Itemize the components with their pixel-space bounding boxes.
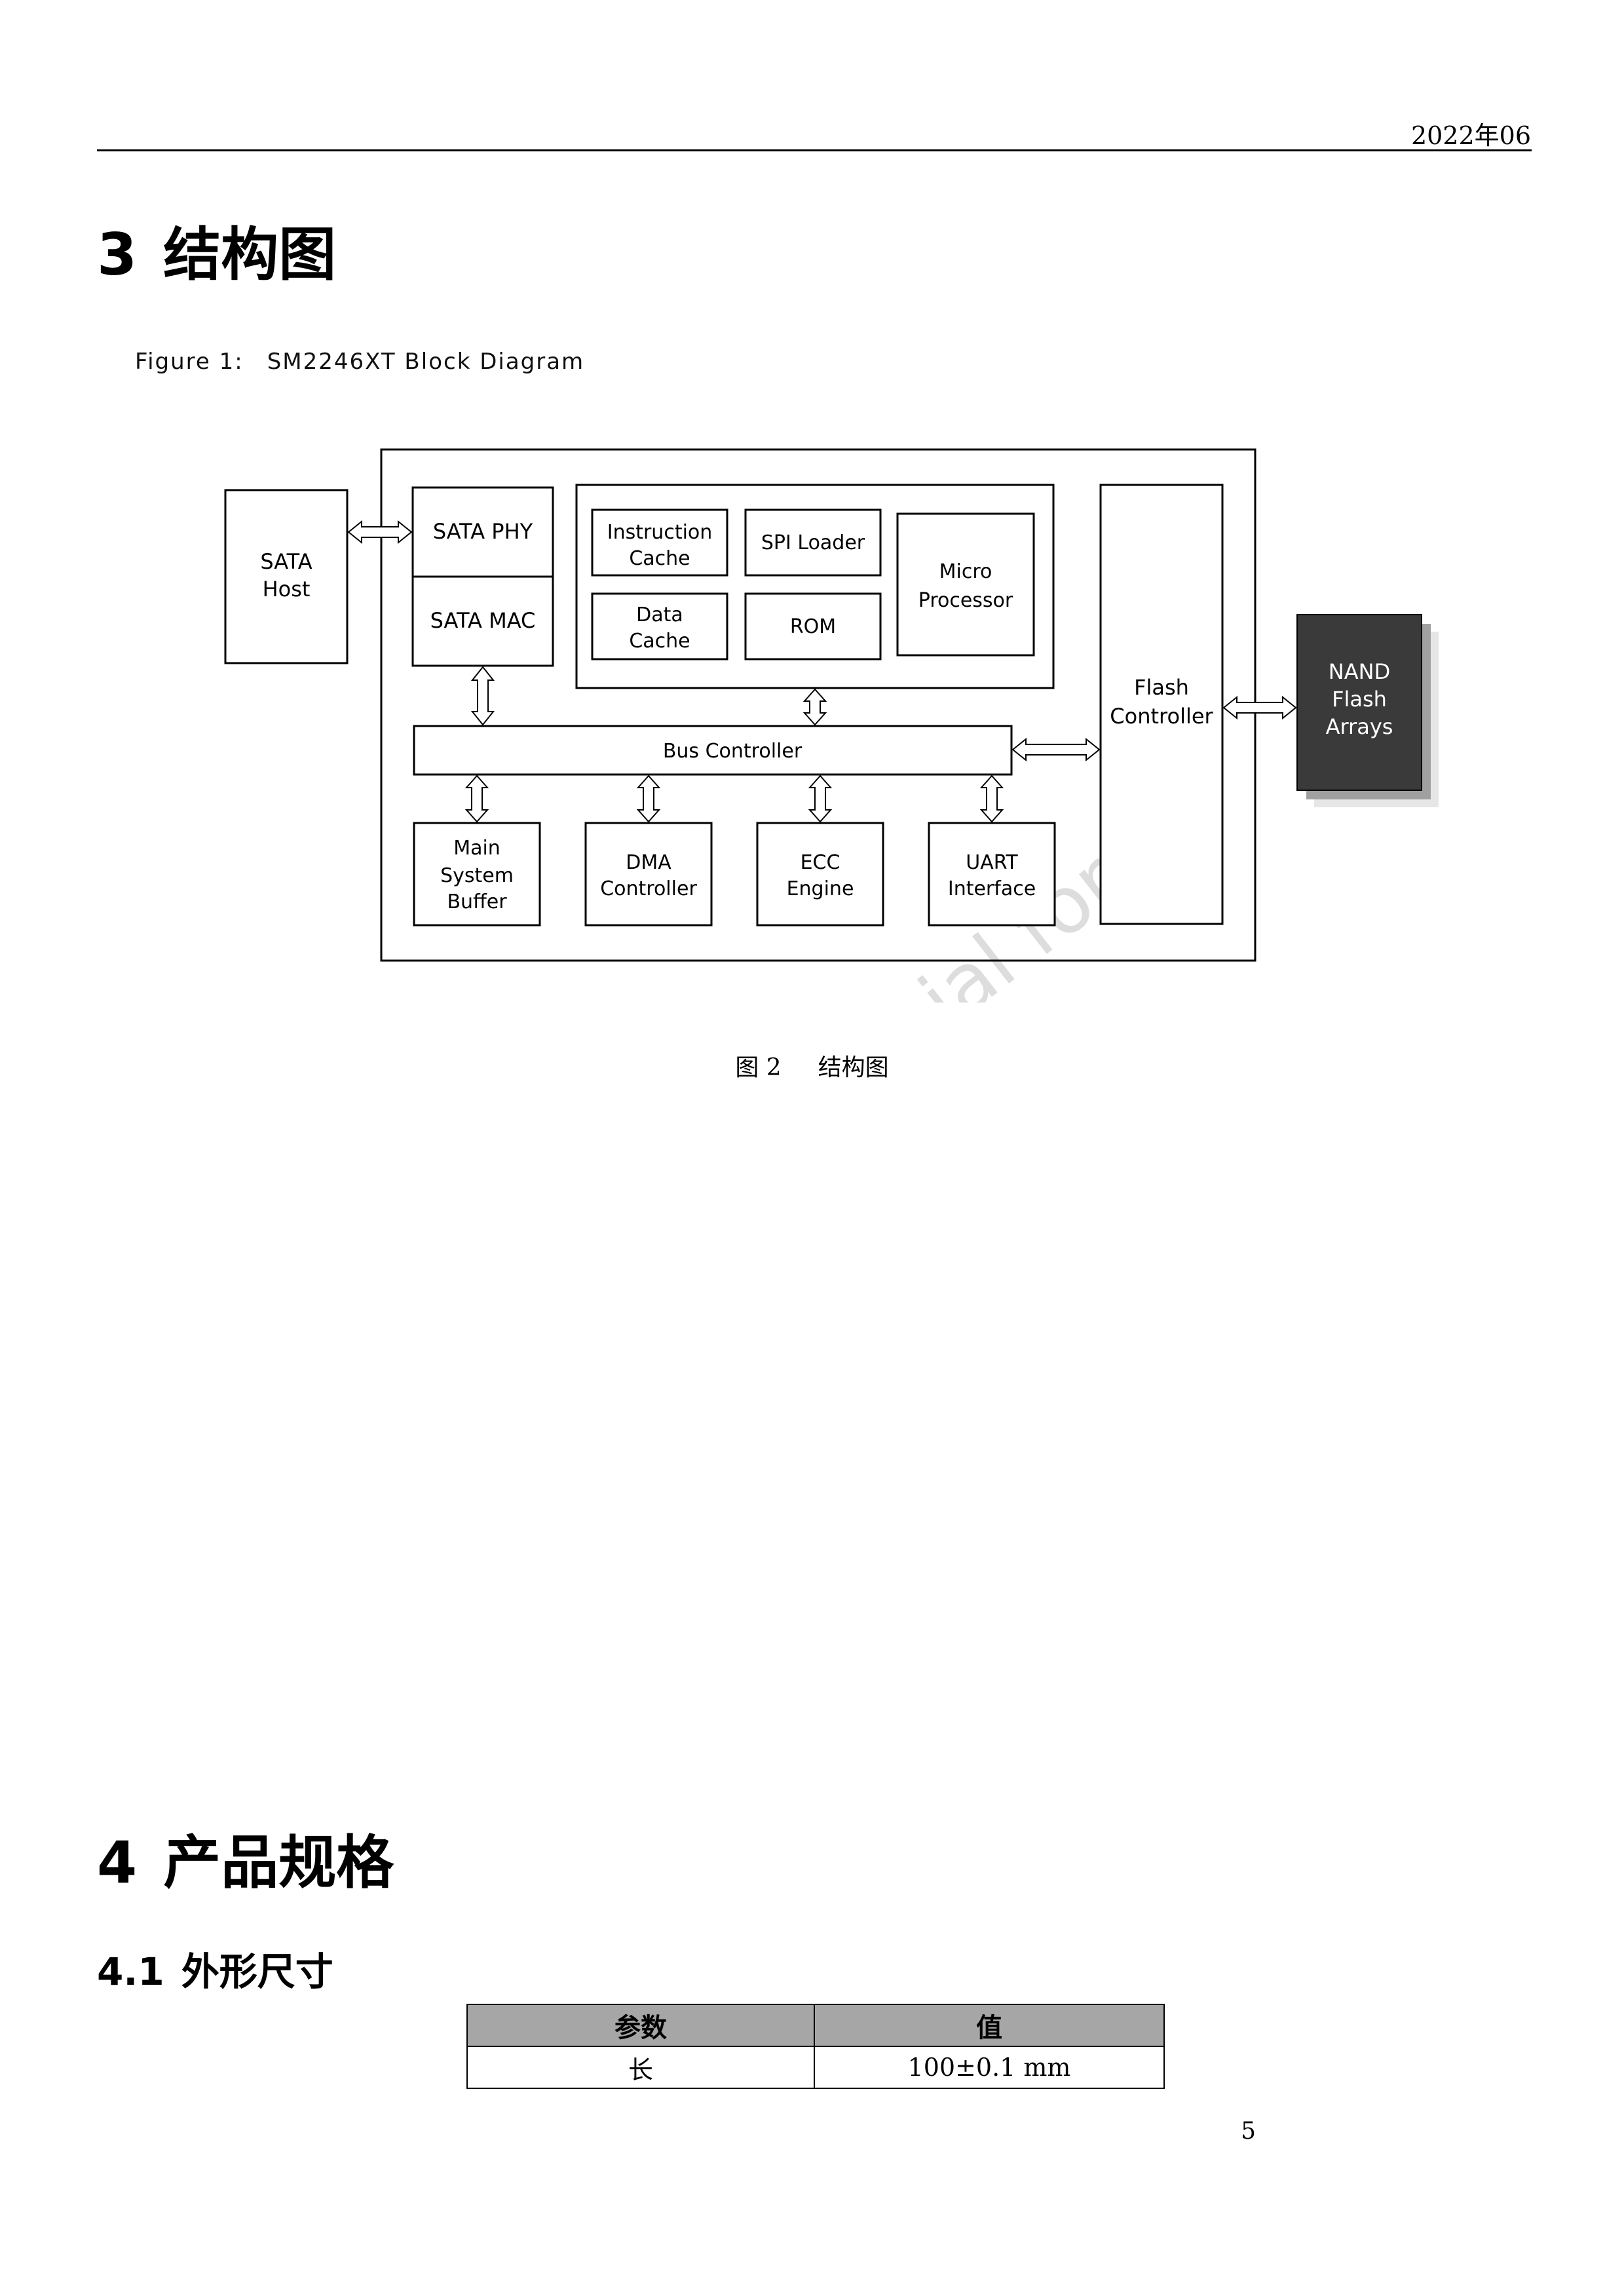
arrow-bus-dma [636, 775, 661, 823]
sata-host-block [224, 489, 349, 664]
figure-label-prefix: Figure 1: [135, 349, 244, 375]
spec-table: 参数 值 长 100±0.1 mm [466, 2004, 1165, 2089]
ecc-engine-block [756, 822, 884, 927]
figure-caption: 图 2 结构图 [0, 1048, 1624, 1082]
ecc-line-1: ECC [801, 851, 840, 874]
section-3-heading: 3 结构图 [97, 208, 336, 292]
nand-line-1: NAND [1329, 659, 1390, 684]
data-cache-block [591, 592, 728, 660]
section-4-heading: 4 产品规格 [97, 1816, 394, 1900]
nand-line-2: Flash [1332, 687, 1387, 712]
dma-line-2: Controller [600, 877, 697, 900]
arrow-cpu-bus [803, 688, 827, 726]
spi-loader-block [744, 508, 882, 577]
sata-mac-label: SATA MAC [430, 608, 536, 633]
section-3-title: 结构图 [163, 221, 337, 288]
micro-processor-line-2: Processor [918, 589, 1013, 612]
figure-caption-label: 图 2 [735, 1054, 782, 1081]
table-row: 长 100±0.1 mm [466, 2046, 1165, 2089]
table-header-param: 参数 [466, 2004, 815, 2047]
flash-controller-block [1099, 484, 1224, 925]
sata-mac-block [411, 575, 554, 667]
sata-phy-label: SATA PHY [433, 519, 533, 544]
main-buffer-line-2: System [440, 864, 514, 887]
figure-caption-title: 结构图 [818, 1054, 889, 1081]
ecc-line-2: Engine [787, 877, 854, 900]
instruction-cache-block [591, 508, 728, 577]
main-buffer-line-3: Buffer [447, 890, 507, 913]
arrow-bus-flash [1011, 737, 1101, 762]
header-date: 2022年06 [1410, 121, 1531, 150]
table-header-row: 参数 值 [466, 2004, 1165, 2047]
sata-phy-block [411, 486, 554, 578]
section-3-number: 3 [97, 221, 138, 288]
data-cache-line-2: Cache [629, 630, 690, 653]
flash-controller-line-1: Flash [1134, 675, 1189, 700]
uart-line-1: UART [966, 851, 1018, 874]
rom-block [744, 592, 882, 660]
micro-processor-line-1: Micro [939, 560, 992, 583]
main-system-buffer-block [413, 822, 541, 927]
bus-controller-block [413, 725, 1013, 776]
arrow-host-phy [347, 520, 413, 545]
nand-line-3: Arrays [1326, 714, 1393, 739]
figure-label: Figure 1: SM2246XT Block Diagram [135, 349, 584, 375]
section-4-title: 产品规格 [163, 1829, 394, 1896]
arrow-bus-uart [979, 775, 1004, 823]
sata-host-line-2: Host [263, 577, 311, 602]
arrow-flash-nand [1222, 695, 1297, 720]
data-cache-line-1: Data [636, 603, 683, 626]
arrow-mac-bus [470, 666, 495, 726]
table-cell-value: 100±0.1 mm [814, 2046, 1165, 2089]
section-4-1-number: 4.1 [97, 1949, 164, 1994]
bus-controller-label: Bus Controller [663, 740, 803, 763]
flash-controller-line-2: Controller [1110, 704, 1213, 729]
arrow-bus-ecc [808, 775, 833, 823]
section-4-number: 4 [97, 1829, 138, 1896]
instruction-cache-line-1: Instruction [607, 521, 713, 544]
dma-line-1: DMA [626, 851, 671, 874]
uart-interface-block [928, 822, 1056, 927]
nand-flash-block [1296, 614, 1422, 791]
section-4-1-title: 外形尺寸 [181, 1949, 333, 1994]
spi-loader-label: SPI Loader [761, 531, 865, 554]
sata-host-line-1: SATA [260, 549, 312, 574]
page-number: 5 [1241, 2118, 1256, 2145]
uart-line-2: Interface [948, 877, 1036, 900]
instruction-cache-line-2: Cache [629, 547, 690, 570]
dma-controller-block [584, 822, 713, 927]
figure-label-title: SM2246XT Block Diagram [267, 349, 585, 375]
table-cell-param: 长 [466, 2046, 815, 2089]
section-4-1-heading: 4.1 外形尺寸 [97, 1941, 333, 1996]
main-buffer-line-1: Main [453, 837, 500, 860]
arrow-bus-buffer [464, 775, 489, 823]
table-header-value: 值 [814, 2004, 1165, 2047]
micro-processor-block [896, 512, 1035, 657]
header-rule [97, 149, 1532, 151]
rom-label: ROM [790, 615, 836, 638]
